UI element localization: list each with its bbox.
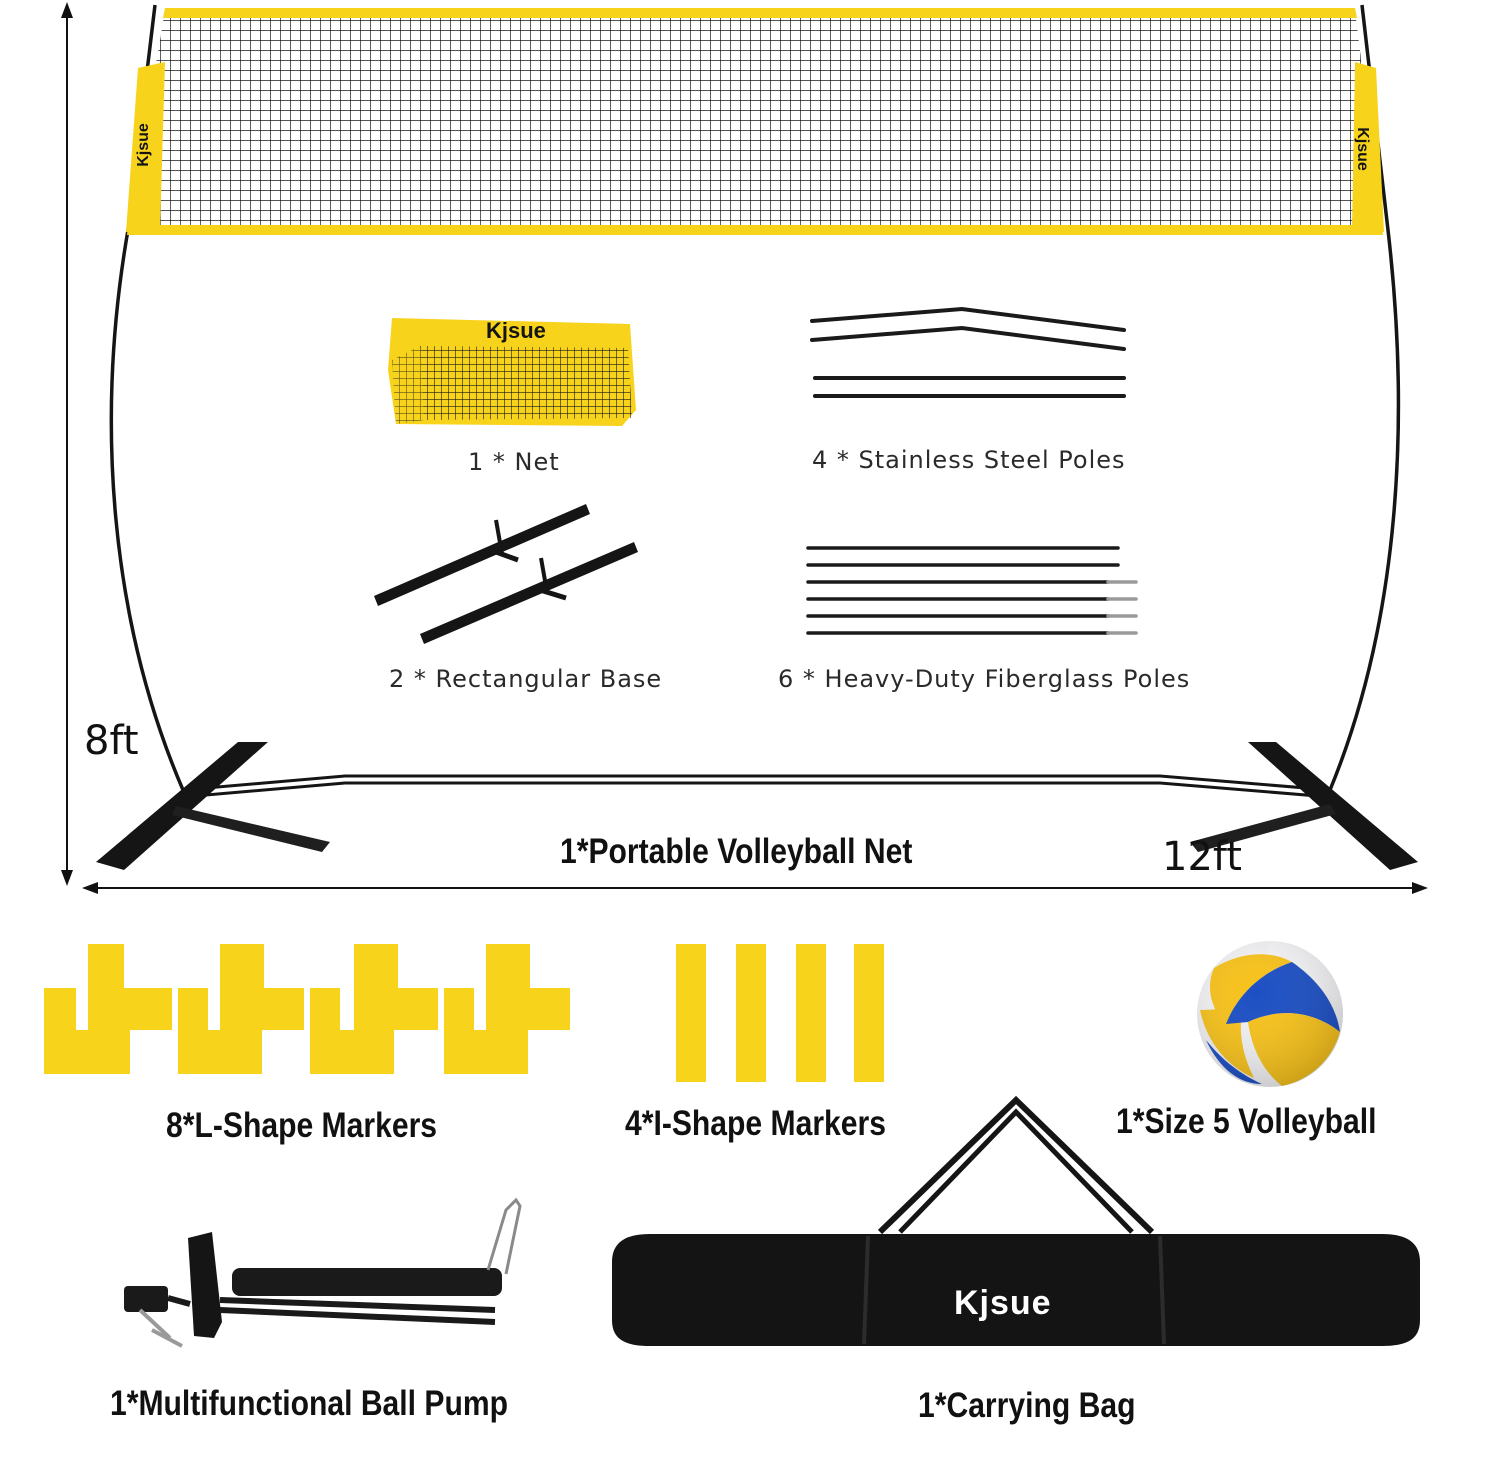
net-label: 1 * Net — [468, 448, 560, 476]
steel-poles-label: 4 * Stainless Steel Poles — [812, 446, 1126, 474]
i-markers-label: 4*I-Shape Markers — [625, 1104, 886, 1143]
pump-label: 1*Multifunctional Ball Pump — [110, 1384, 509, 1423]
main-base-right — [1190, 742, 1418, 870]
frame-poles — [109, 4, 1401, 799]
portable-net-label: 1*Portable Volleyball Net — [560, 832, 913, 871]
width-arrow — [82, 882, 1428, 894]
base-label: 2 * Rectangular Base — [389, 665, 663, 693]
l-shape-markers-image — [44, 944, 570, 1074]
folded-net-image — [388, 318, 636, 426]
volleyball-net — [126, 8, 1384, 235]
i-shape-markers-image — [676, 944, 884, 1082]
bag-brand: Kjsue — [954, 1284, 1052, 1322]
carrying-bag-image — [612, 1095, 1420, 1346]
fiberglass-poles-label: 6 * Heavy-Duty Fiberglass Poles — [778, 665, 1191, 693]
height-arrow — [61, 2, 73, 886]
folded-net-brand: Kjsue — [486, 318, 546, 343]
main-base-left — [96, 742, 330, 870]
volleyball-label: 1*Size 5 Volleyball — [1116, 1102, 1377, 1141]
net-brand-left: Kjsue — [134, 123, 152, 167]
ball-pump-image — [124, 1197, 522, 1348]
rectangular-base-image — [374, 504, 638, 644]
volleyball-image — [1197, 940, 1343, 1087]
bag-label: 1*Carrying Bag — [918, 1386, 1136, 1425]
width-label: 12ft — [1162, 834, 1242, 880]
l-markers-label: 8*L-Shape Markers — [166, 1106, 438, 1145]
height-label: 8ft — [84, 718, 139, 764]
net-brand-right: Kjsue — [1353, 127, 1371, 171]
steel-poles-image — [810, 306, 1126, 398]
fiberglass-poles-image — [806, 546, 1138, 635]
